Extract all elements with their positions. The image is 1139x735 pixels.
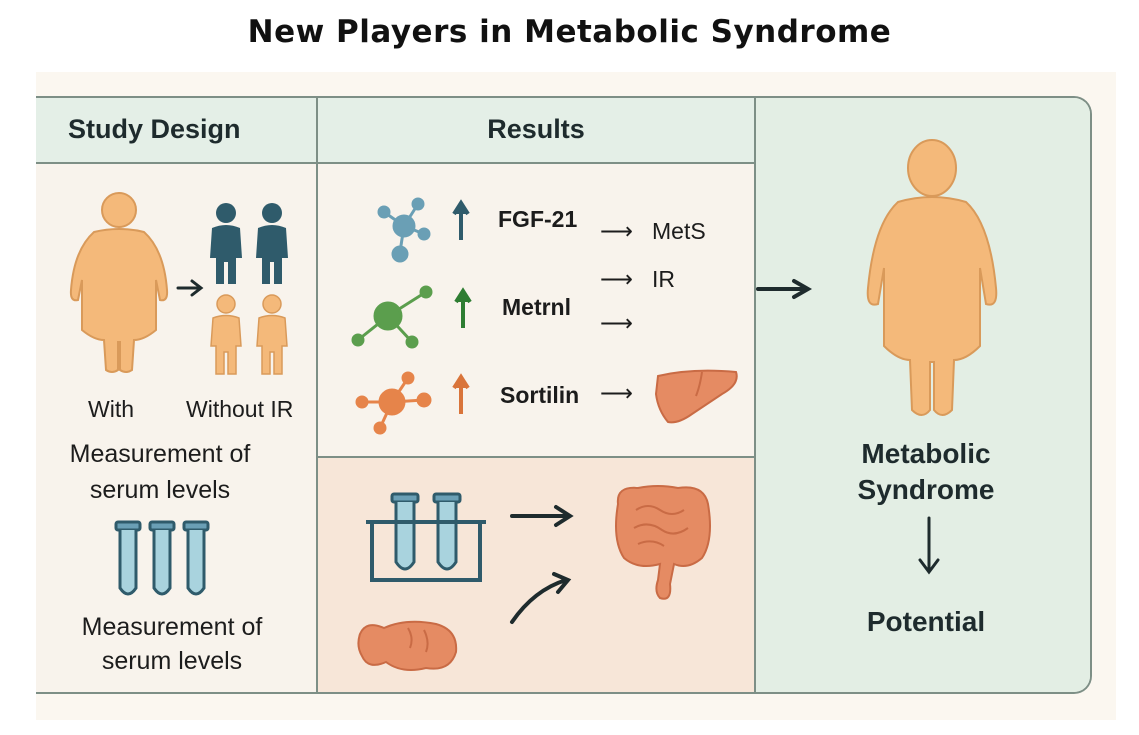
arrow-up-icon <box>452 199 470 240</box>
results-header: Results <box>318 98 754 164</box>
arrow-down-icon <box>918 516 940 575</box>
sortilin-molecule-icon <box>355 371 432 435</box>
arrow-up-icon <box>452 373 470 414</box>
measurement-text-2: Measurement of serum levels <box>81 613 263 675</box>
intestine-icon <box>615 485 711 600</box>
pancreas-icon <box>357 620 458 671</box>
fgf21-molecule-icon <box>377 197 431 263</box>
test-tube-rack-icon <box>366 492 486 582</box>
marker-name: FGF-21 <box>498 206 578 232</box>
curved-arrow-icon <box>510 572 572 624</box>
potential-label: Potential <box>866 606 986 637</box>
results-column: Results FGF-21 ⟶ MetS ⟶ IR <box>316 98 754 692</box>
marker-name: Metrnl <box>502 294 571 320</box>
arrow-right-icon <box>756 279 813 299</box>
diagram-panel: Study Design <box>36 96 1092 694</box>
results-title: Results <box>487 114 585 144</box>
label-with: With <box>88 396 134 422</box>
study-design-header: Study Design <box>36 98 316 164</box>
test-tubes-icon <box>114 520 210 596</box>
marker-name: Sortilin <box>500 382 580 408</box>
arrow-metrnl: ⟶ <box>600 310 633 336</box>
study-design-column: Study Design <box>36 98 316 692</box>
liver-icon <box>654 369 738 424</box>
arrow-up-icon <box>454 287 472 328</box>
obese-person-icon <box>866 139 998 416</box>
metabolic-syndrome-column: Metabolic Syndrome Potential <box>754 98 1090 692</box>
arrow-right-icon <box>176 279 204 297</box>
metabolic-syndrome-label: Metabolic Syndrome <box>857 438 995 505</box>
arrow-mets: ⟶ <box>600 218 633 244</box>
target-mets: MetS <box>652 218 706 244</box>
target-ir: IR <box>652 266 675 292</box>
arrow-ir: ⟶ <box>600 266 633 292</box>
mechanism-panel <box>318 456 754 692</box>
person-without-ir-icon <box>210 294 288 375</box>
page-title: New Players in Metabolic Syndrome <box>247 14 892 50</box>
metrnl-molecule-icon <box>351 285 433 349</box>
obese-person-icon <box>69 192 169 373</box>
measurement-text-1: Measurement of serum levels <box>69 440 251 504</box>
label-without-ir: Without IR <box>186 396 294 422</box>
arrow-sortilin: ⟶ <box>600 380 633 406</box>
group-person-icon <box>210 203 288 284</box>
study-design-title: Study Design <box>68 114 241 144</box>
arrow-right-icon <box>510 505 574 527</box>
